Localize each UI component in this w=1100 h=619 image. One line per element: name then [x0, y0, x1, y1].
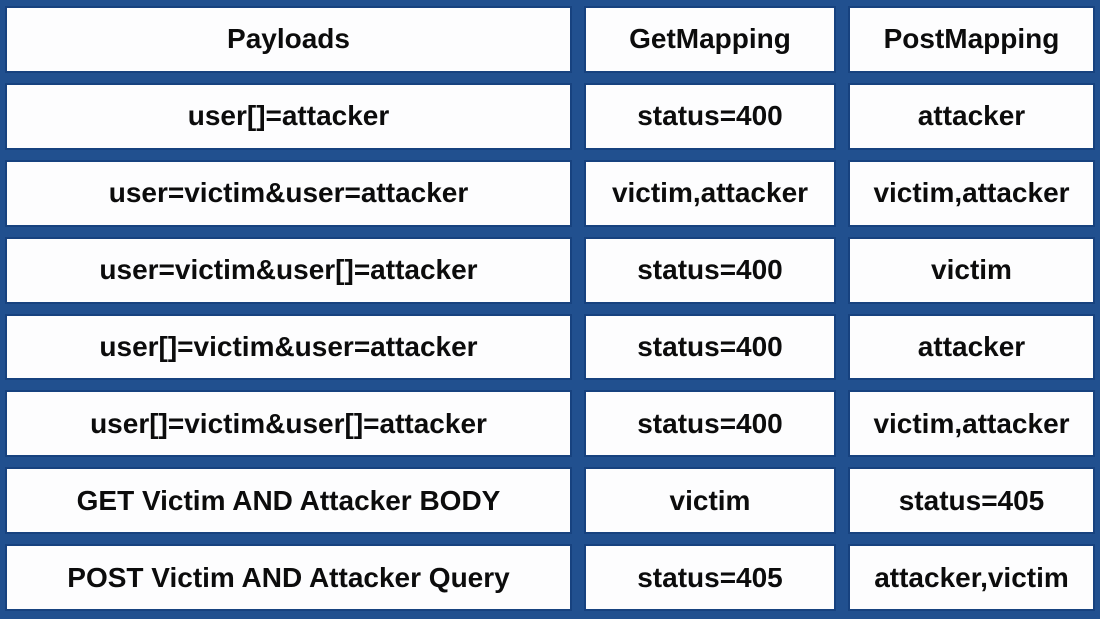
postmapping-cell: attacker	[848, 313, 1095, 381]
payload-cell: user[]=victim&user=attacker	[5, 313, 572, 381]
payload-cell: user=victim&user[]=attacker	[5, 236, 572, 304]
getmapping-cell: status=400	[584, 236, 836, 304]
getmapping-cell: victim,attacker	[584, 159, 836, 227]
getmapping-cell: status=400	[584, 390, 836, 458]
header-payloads: Payloads	[5, 6, 572, 73]
payload-cell: user[]=attacker	[5, 82, 572, 150]
header-getmapping: GetMapping	[584, 6, 836, 73]
header-postmapping: PostMapping	[848, 6, 1095, 73]
postmapping-cell: attacker,victim	[848, 544, 1095, 611]
postmapping-cell: attacker	[848, 82, 1095, 150]
postmapping-cell: victim,attacker	[848, 159, 1095, 227]
payload-cell: POST Victim AND Attacker Query	[5, 544, 572, 611]
payload-cell: GET Victim AND Attacker BODY	[5, 467, 572, 535]
postmapping-cell: victim	[848, 236, 1095, 304]
getmapping-cell: status=400	[584, 82, 836, 150]
getmapping-cell: victim	[584, 467, 836, 535]
getmapping-cell: status=400	[584, 313, 836, 381]
payload-cell: user=victim&user=attacker	[5, 159, 572, 227]
getmapping-cell: status=405	[584, 544, 836, 611]
postmapping-cell: status=405	[848, 467, 1095, 535]
payload-cell: user[]=victim&user[]=attacker	[5, 390, 572, 458]
postmapping-cell: victim,attacker	[848, 390, 1095, 458]
